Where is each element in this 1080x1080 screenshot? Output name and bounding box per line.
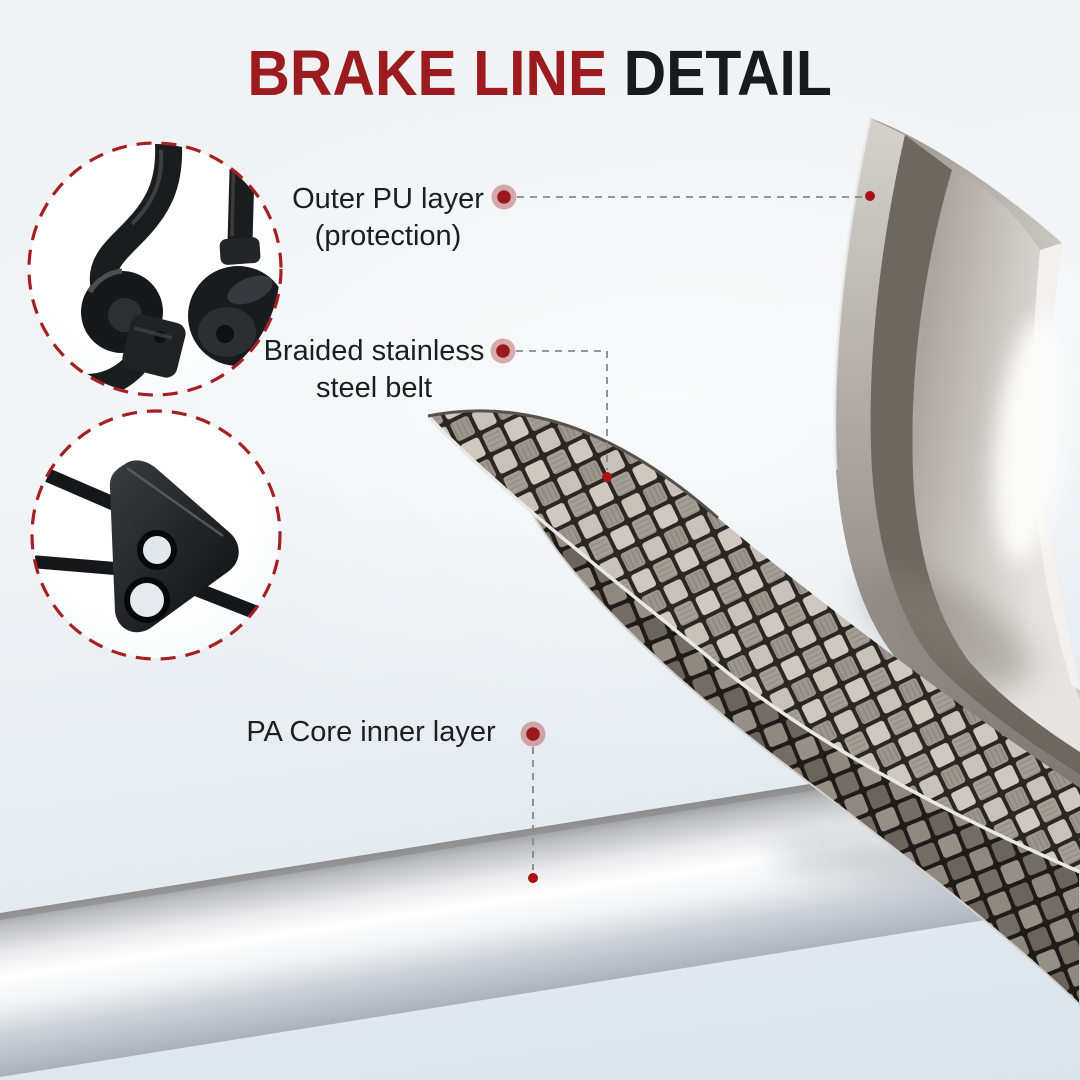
callout-outer-pu-layer: Outer PU layer (protection) — [285, 181, 491, 255]
callout-braided-belt: Braided stainless steel belt — [256, 333, 492, 407]
page-title: BRAKE LINE DETAIL — [0, 36, 1080, 110]
inset-bracket-photo — [30, 409, 282, 661]
callout-braided-line2: steel belt — [315, 372, 433, 404]
inset-fittings-photo — [27, 141, 283, 397]
callout-outer-line1: Outer PU layer — [292, 183, 484, 215]
callout-braided-line1: Braided stainless — [263, 335, 485, 367]
inset2-dashed-ring-icon — [30, 409, 282, 661]
callout-pa-core: PA Core inner layer — [246, 714, 496, 751]
outer-pu-layer-cutaway — [833, 117, 1080, 792]
callout-core-line1: PA Core inner layer — [246, 716, 496, 748]
inset1-dashed-ring-icon — [27, 141, 283, 397]
title-dark-part: DETAIL — [623, 37, 833, 109]
bracket-body — [109, 460, 239, 633]
callout-dot-icon — [490, 184, 546, 747]
leader-line-braided — [516, 350, 608, 470]
leader-end-dot-icon — [528, 191, 875, 883]
title-red-part: BRAKE LINE — [247, 37, 608, 109]
braided-steel-belt — [426, 409, 1080, 1007]
callout-outer-line2: (protection) — [314, 220, 462, 252]
